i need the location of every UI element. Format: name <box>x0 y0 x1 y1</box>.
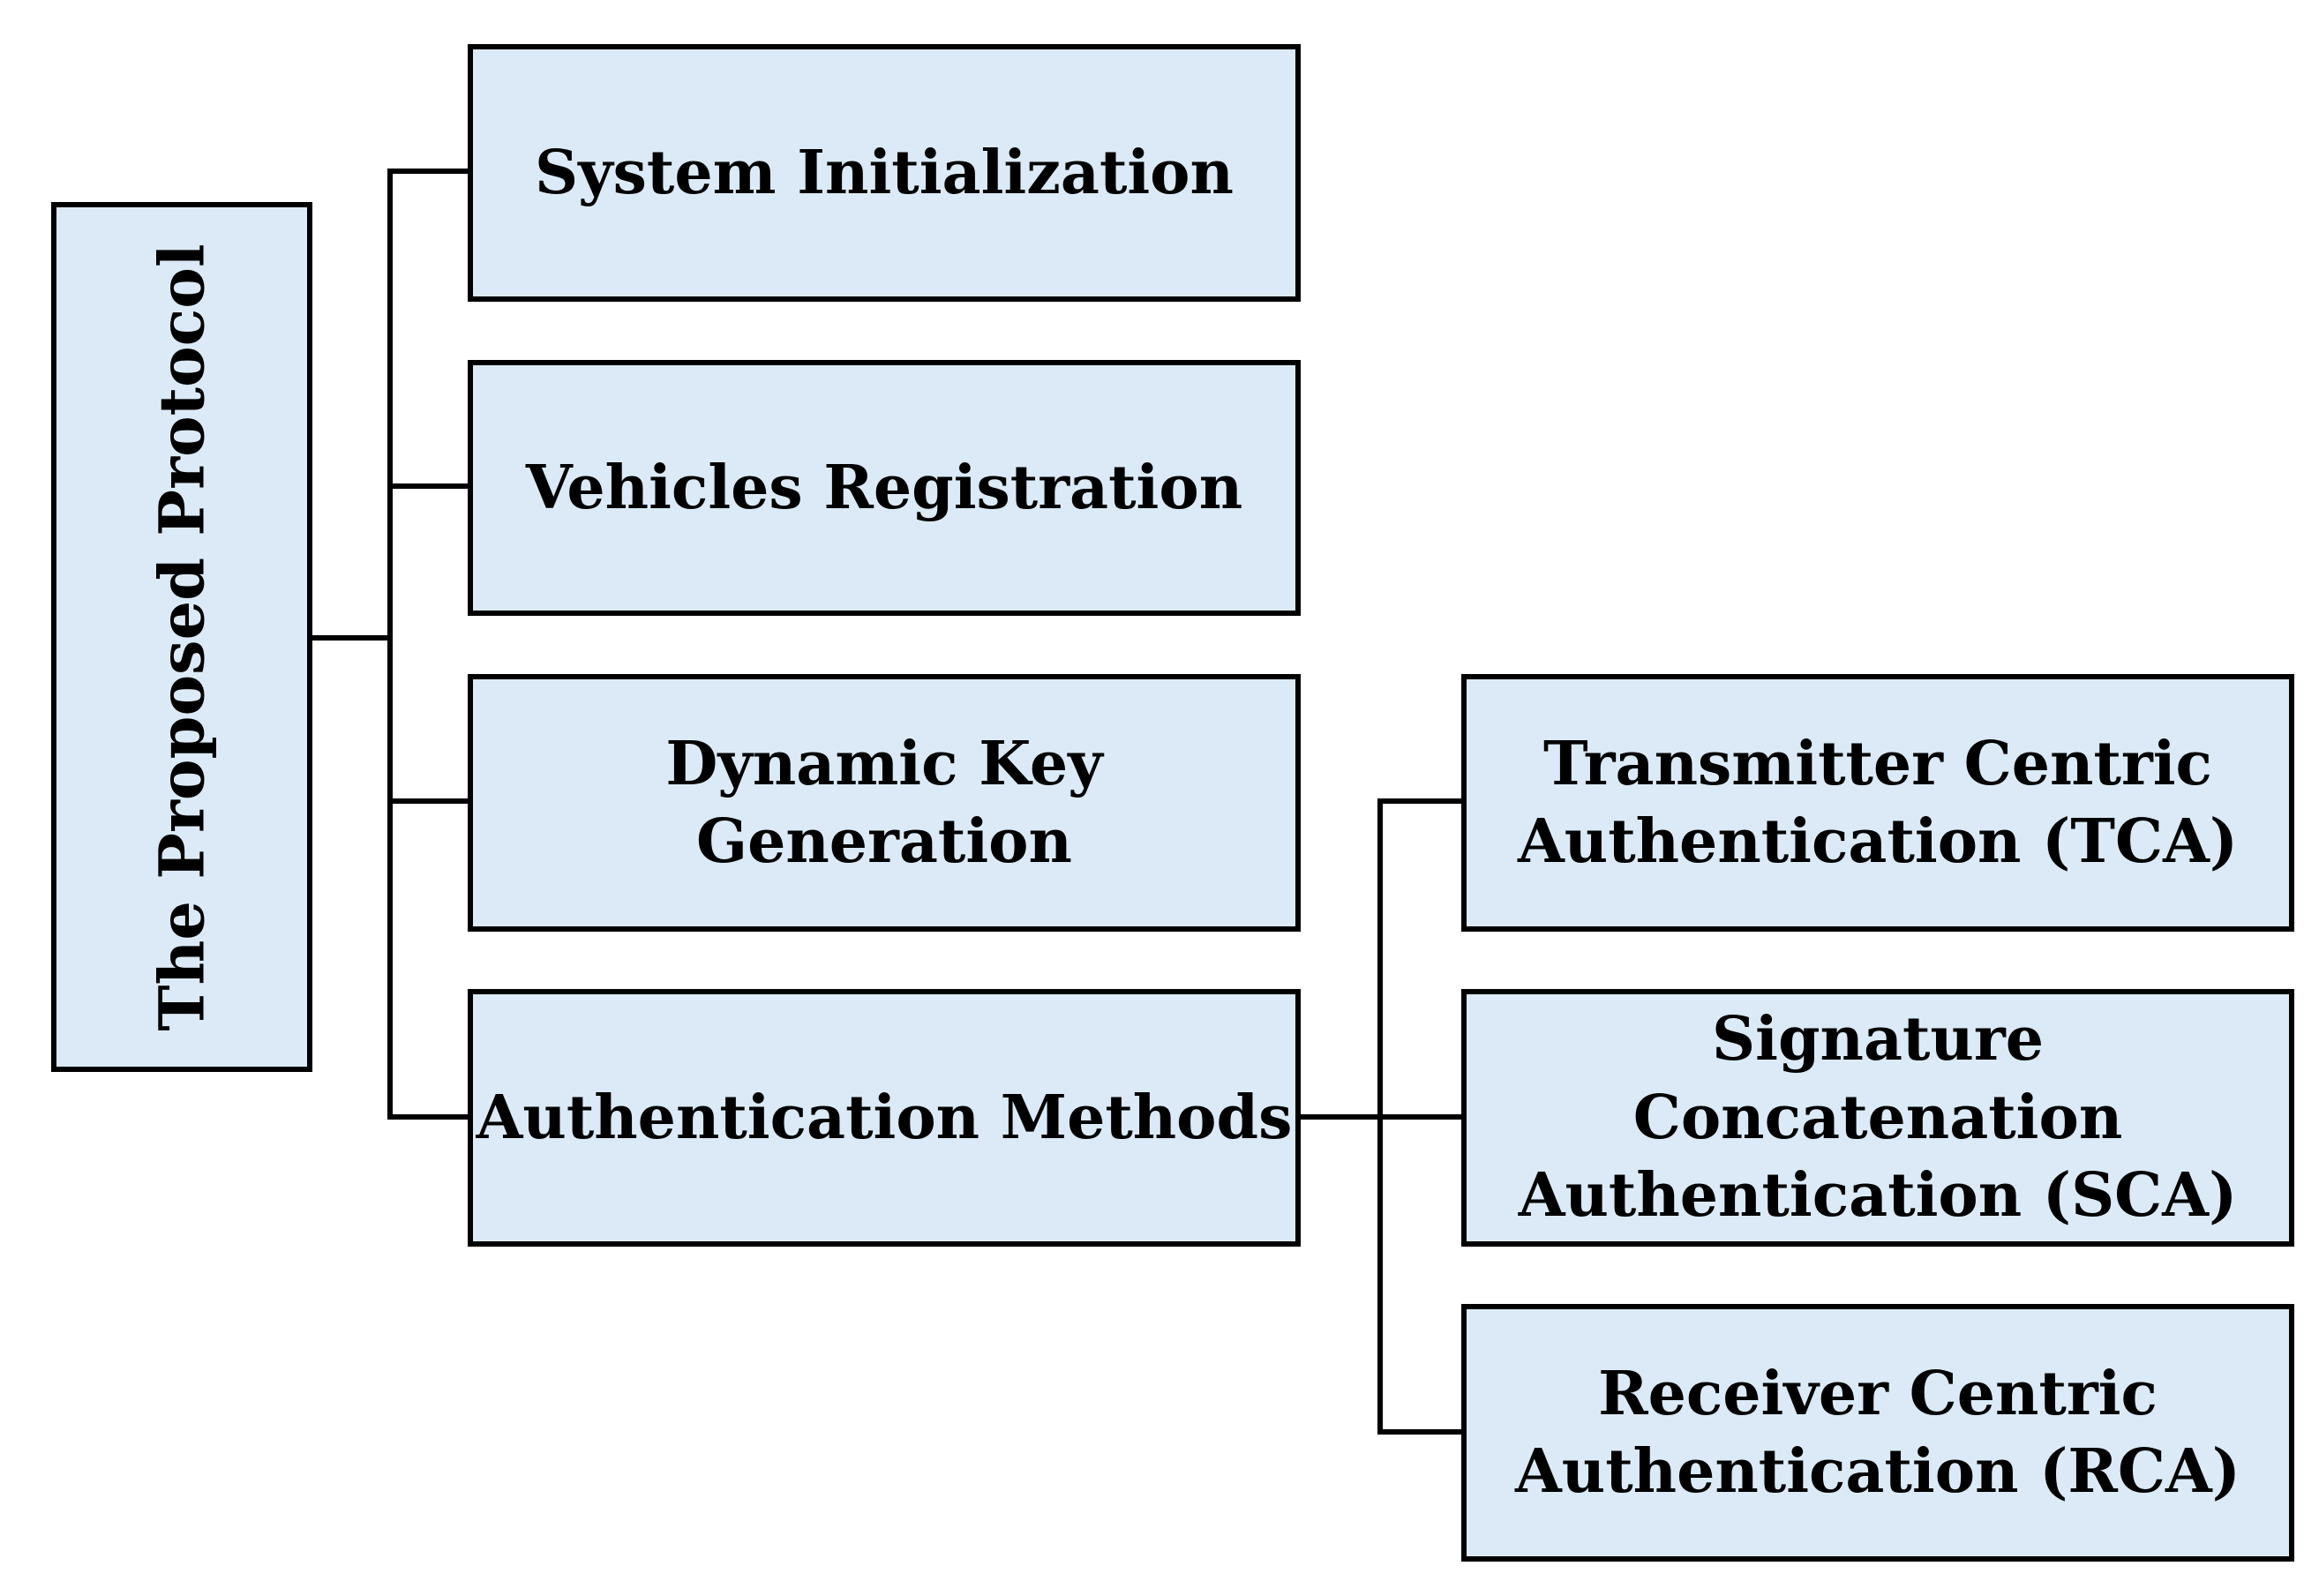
phase-node-vehicles-registration: Vehicles Registration <box>468 360 1301 616</box>
root-node-label: The Proposed Protocol <box>145 243 219 1031</box>
phase-node-label: Authentication Methods <box>476 1082 1293 1153</box>
method-node-label-line2: Authentication (TCA) <box>1518 806 2238 877</box>
phase-node-authentication-methods: Authentication Methods <box>468 989 1301 1247</box>
method-node-label-line1: Receiver Centric <box>1598 1358 2158 1429</box>
method-node-label-line2: Authentication (RCA) <box>1515 1436 2240 1507</box>
phase-node-label-line2: Generation <box>696 806 1072 877</box>
phase-node-dynamic-key-generation: Dynamic Key Generation <box>468 674 1301 932</box>
method-node-label-line1: Signature Concatenation <box>1632 1004 2123 1153</box>
phase-node-label: Vehicles Registration <box>525 452 1243 523</box>
method-node-rca: Receiver Centric Authentication (RCA) <box>1461 1304 2294 1562</box>
method-node-label-line2: Authentication (SCA) <box>1518 1160 2238 1232</box>
method-node-sca: Signature Concatenation Authentication (… <box>1461 989 2294 1247</box>
root-node: The Proposed Protocol <box>51 202 312 1072</box>
method-node-tca: Transmitter Centric Authentication (TCA) <box>1461 674 2294 932</box>
phase-node-label-line1: Dynamic Key <box>665 728 1103 799</box>
phase-node-system-initialization: System Initialization <box>468 44 1301 302</box>
phase-node-label: System Initialization <box>535 137 1234 208</box>
method-node-label-line1: Transmitter Centric <box>1543 728 2212 799</box>
